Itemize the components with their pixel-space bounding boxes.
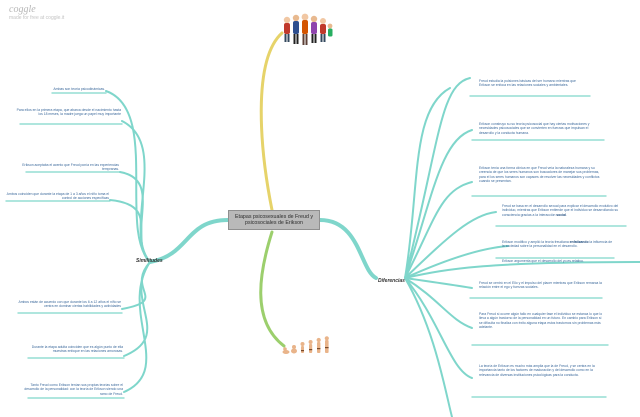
similitud-note[interactable]: Erikson aceptaba el acento que Freud pon…	[22, 163, 119, 172]
similitud-note[interactable]: Ambos están de acuerdo con que durante l…	[18, 300, 121, 309]
similitud-note[interactable]: Durante la etapa adulta coinciden que es…	[31, 345, 123, 354]
link-dif-5	[404, 245, 509, 279]
brand-subtitle: made for free at coggle.it	[9, 15, 65, 21]
diferencia-note[interactable]: Freud estudia la pulsiones básicas del s…	[479, 79, 576, 88]
link-dif-7	[404, 277, 473, 289]
diferencia-note[interactable]: Freud se basa en el desarrollo sexual pa…	[502, 204, 626, 217]
link-dif-6	[404, 261, 640, 279]
branch-main-left	[148, 218, 230, 264]
link-dif-9	[404, 277, 473, 379]
diferencia-note-emphasis: social	[556, 212, 566, 217]
diferencia-note-text: Freud se basa en el desarrollo sexual pa…	[502, 204, 619, 217]
link-sim-3	[119, 171, 151, 263]
link-dif-4	[404, 211, 497, 279]
central-topic[interactable]: Etapas psicosexuales de Freud y psicosoc…	[228, 210, 320, 230]
diferencia-note[interactable]: Para Freud si ocurre algún fallo en cual…	[479, 312, 603, 329]
link-dif-8	[404, 277, 473, 329]
diferencia-note[interactable]: Freud se centró en el Ello y el impulso …	[479, 281, 602, 290]
link-sim-7	[123, 261, 151, 393]
child-growth-stages-illustration	[282, 336, 329, 354]
branch-main-right	[318, 218, 378, 280]
link-dif-1	[404, 77, 471, 279]
branch-label-diferencias[interactable]: Diferencias	[378, 278, 405, 284]
diferencia-note[interactable]: Erikson argumenta que el desarrollo del …	[502, 259, 584, 263]
link-dif-3	[404, 181, 473, 279]
diferencia-note-emphasis: enfatizando	[569, 240, 589, 244]
link-dif-10	[404, 277, 453, 417]
similitud-note[interactable]: Ambas son teoría psicodinámicas.	[53, 87, 105, 91]
diferencia-note-text: la influencia de la sociedad sobre la pe…	[502, 240, 613, 249]
diferencia-note[interactable]: Erikson modifico y amplió la teoría freu…	[502, 240, 614, 249]
branch-label-similitudes[interactable]: Similitudes	[136, 258, 163, 264]
diferencia-note-text: .	[565, 212, 567, 217]
brand-logo: coggle	[9, 4, 36, 15]
diferencia-note-text: Erikson modifico y amplió la teoría freu…	[502, 240, 570, 244]
link-sim-4	[109, 199, 151, 263]
link-dif-2	[404, 129, 473, 279]
diferencia-note[interactable]: Erikson construyo su su teoría psicosoci…	[479, 122, 590, 135]
link-sim-6	[123, 261, 151, 357]
branch-top	[259, 31, 284, 212]
diferencia-note[interactable]: La teoría de Erikson es mucho más amplia…	[479, 364, 595, 377]
diferencia-note[interactable]: Erikson tenía una forma clínica en que F…	[479, 166, 600, 183]
link-dif-0	[404, 87, 451, 279]
branch-bottom	[259, 230, 286, 348]
family-group-illustration	[283, 13, 333, 45]
similitud-note[interactable]: Tanto Freud como Erikson tenían sus prop…	[24, 383, 123, 396]
similitud-note[interactable]: Para ellos en la primera etapa, que abar…	[16, 108, 121, 117]
similitud-note[interactable]: Ambos coinciden que durante la etapa de …	[6, 192, 109, 201]
